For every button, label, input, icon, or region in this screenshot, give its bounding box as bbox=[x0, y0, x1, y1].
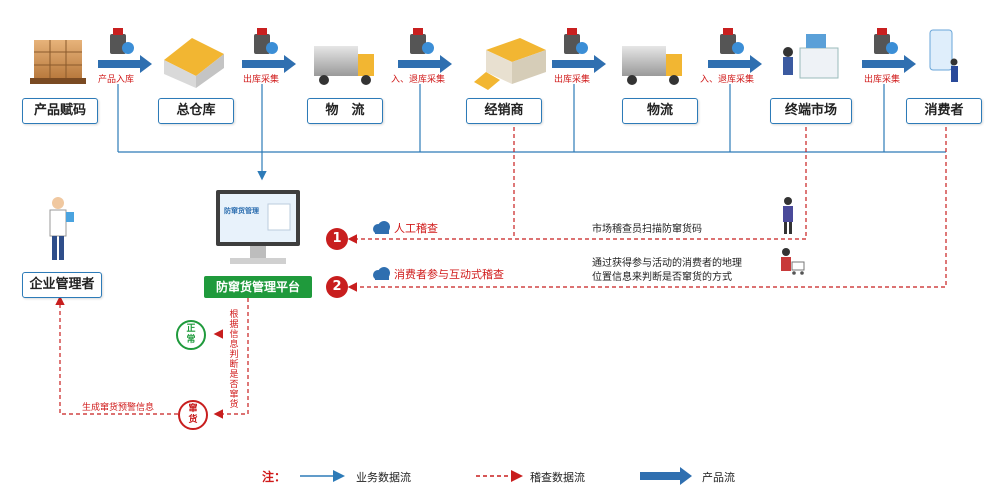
node-warehouse[interactable]: 总仓库 bbox=[158, 98, 234, 124]
consumer-check-label: 消费者参与互动式稽查 bbox=[394, 268, 504, 281]
label-in-return-collect-1: 入、退库采集 bbox=[391, 75, 446, 85]
status-crossing-text: 窜货 bbox=[188, 404, 198, 425]
manual-check-label: 人工稽查 bbox=[394, 222, 438, 235]
screen-logo-text: 防窜货管理 bbox=[224, 207, 259, 215]
shopper-cart-picture bbox=[781, 248, 805, 275]
truck1-picture bbox=[314, 46, 374, 85]
consumer-check-desc-2: 位置信息来判断是否窜货的方式 bbox=[592, 272, 732, 283]
label-outbound-collect-3: 出库采集 bbox=[864, 75, 901, 85]
boxes-pallet-picture bbox=[30, 40, 86, 84]
label-in-return-collect-2: 入、退库采集 bbox=[700, 75, 755, 85]
node-dealer[interactable]: 经销商 bbox=[466, 98, 542, 124]
consumer-phone-picture bbox=[929, 29, 958, 82]
cloud-icons bbox=[373, 221, 390, 280]
manual-check-desc: 市场稽查员扫描防窜货码 bbox=[592, 224, 702, 235]
node-product-code[interactable]: 产品赋码 bbox=[22, 98, 98, 124]
node-consumer[interactable]: 消费者 bbox=[906, 98, 982, 124]
status-crossing: 窜货 bbox=[178, 400, 208, 430]
node-logistics-1[interactable]: 物 流 bbox=[307, 98, 383, 124]
legend-graphics bbox=[300, 467, 692, 485]
scanner-icons bbox=[110, 28, 898, 54]
node-terminal-market[interactable]: 终端市场 bbox=[770, 98, 852, 124]
legend-note: 注： bbox=[262, 470, 287, 484]
truck2-picture bbox=[622, 46, 682, 85]
status-normal-text: 正常 bbox=[186, 324, 196, 345]
label-outbound-collect-1: 出库采集 bbox=[243, 75, 280, 85]
judge-vertical-text: 根据信息判断是否窜货 bbox=[229, 310, 239, 410]
label-outbound-collect-2: 出库采集 bbox=[554, 75, 591, 85]
status-normal: 正常 bbox=[176, 320, 206, 350]
anti-crossing-platform[interactable]: 防窜货管理平台 bbox=[204, 276, 312, 298]
consumer-check-desc-1: 通过获得参与活动的消费者的地理 bbox=[592, 258, 742, 269]
manager-person-picture bbox=[49, 197, 74, 260]
label-product-inbound: 产品入库 bbox=[98, 75, 135, 85]
check-number-2: 2 bbox=[326, 276, 348, 298]
warehouse-picture bbox=[164, 38, 224, 88]
business-flow-lines bbox=[117, 84, 946, 181]
node-logistics-2[interactable]: 物流 bbox=[622, 98, 698, 124]
terminal-market-picture bbox=[783, 34, 839, 79]
check-number-1: 1 bbox=[326, 228, 348, 250]
product-flow-arrows bbox=[98, 55, 916, 73]
legend-business-flow: 业务数据流 bbox=[356, 471, 411, 484]
legend-product-flow: 产品流 bbox=[702, 471, 735, 484]
legend-audit-flow: 稽查数据流 bbox=[530, 471, 585, 484]
dealer-store-picture bbox=[474, 38, 546, 90]
node-enterprise-manager[interactable]: 企业管理者 bbox=[22, 272, 102, 298]
inspector-picture bbox=[783, 197, 793, 234]
audit-flow-lines bbox=[55, 120, 947, 419]
warning-label: 生成窜货预警信息 bbox=[82, 403, 155, 413]
platform-monitor-picture bbox=[216, 190, 300, 264]
